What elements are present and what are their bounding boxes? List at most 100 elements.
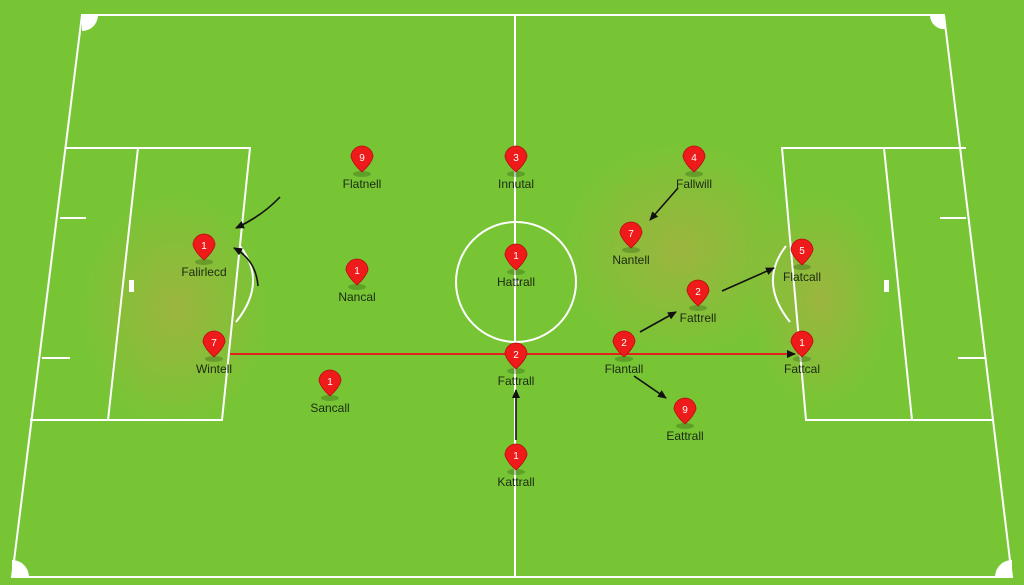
marker-shadow bbox=[793, 264, 811, 270]
marker-pin-icon bbox=[192, 233, 216, 261]
marker-shadow bbox=[353, 171, 371, 177]
marker-pin-icon bbox=[504, 145, 528, 173]
marker-shadow bbox=[348, 284, 366, 290]
marker-pin-icon bbox=[612, 330, 636, 358]
centre-spot bbox=[513, 279, 519, 285]
player-label: Fattcal bbox=[784, 362, 820, 376]
player-label: Fattrell bbox=[680, 311, 717, 325]
arrow-run-left-top bbox=[235, 196, 281, 229]
marker-pin-icon bbox=[619, 221, 643, 249]
player-number: 9 bbox=[359, 153, 365, 164]
corner-bottom-right bbox=[995, 560, 1012, 577]
marker-pin-icon bbox=[686, 279, 710, 307]
marker-pin-icon bbox=[504, 443, 528, 471]
marker-pin-icon bbox=[202, 330, 226, 358]
player-number: 7 bbox=[628, 229, 634, 240]
marker-shadow bbox=[689, 305, 707, 311]
marker-shadow bbox=[205, 356, 223, 362]
player-label: Hattrall bbox=[497, 275, 535, 289]
player-number: 7 bbox=[211, 338, 217, 349]
player-label: Eattrall bbox=[666, 429, 703, 443]
player-number: 1 bbox=[354, 266, 360, 277]
centre-circle bbox=[455, 221, 577, 343]
marker-shadow bbox=[622, 247, 640, 253]
arrow-fattrell bbox=[639, 311, 677, 333]
marker-shadow bbox=[195, 259, 213, 265]
arrow-eattrall bbox=[633, 375, 667, 399]
marker-pin-icon bbox=[673, 397, 697, 425]
player-number: 2 bbox=[695, 287, 701, 298]
marker-pin-icon bbox=[345, 258, 369, 286]
marker-shadow bbox=[321, 395, 339, 401]
player-number: 2 bbox=[513, 350, 519, 361]
right-goal-area bbox=[883, 147, 913, 421]
marker-pin-icon bbox=[318, 369, 342, 397]
right-penalty-spot bbox=[884, 280, 889, 292]
marker-pin-icon bbox=[790, 330, 814, 358]
player-label: Nancal bbox=[338, 290, 375, 304]
corner-top-left bbox=[82, 15, 98, 31]
player-label: Flatcall bbox=[783, 270, 821, 284]
left-penalty-arc bbox=[235, 245, 254, 323]
zone-right-box bbox=[750, 190, 890, 410]
right-penalty-area bbox=[780, 147, 994, 421]
marker-shadow bbox=[507, 368, 525, 374]
player-number: 5 bbox=[799, 246, 805, 257]
player-number: 1 bbox=[327, 377, 333, 388]
player-label: Flantall bbox=[605, 362, 644, 376]
player-number: 2 bbox=[621, 338, 627, 349]
marker-pin-icon bbox=[350, 145, 374, 173]
player-number: 4 bbox=[691, 153, 697, 164]
marker-shadow bbox=[507, 469, 525, 475]
player-number: 1 bbox=[201, 241, 207, 252]
marker-shadow bbox=[507, 171, 525, 177]
player-label: Flatnell bbox=[343, 177, 382, 191]
player-label: Kattrall bbox=[497, 475, 534, 489]
marker-pin-icon bbox=[504, 243, 528, 271]
right-penalty-arc bbox=[772, 245, 791, 323]
player-label: Fattrall bbox=[498, 374, 535, 388]
marker-pin-icon bbox=[504, 342, 528, 370]
player-label: Falirlecd bbox=[181, 265, 226, 279]
player-number: 9 bbox=[682, 405, 688, 416]
player-number: 1 bbox=[799, 338, 805, 349]
movement-arrows bbox=[233, 187, 775, 440]
marker-shadow bbox=[793, 356, 811, 362]
arrow-flatcall bbox=[721, 267, 775, 292]
marker-shadow bbox=[507, 269, 525, 275]
marker-shadow bbox=[685, 171, 703, 177]
player-label: Sancall bbox=[310, 401, 349, 415]
arrow-run-left-curve bbox=[233, 247, 259, 287]
left-goal-area bbox=[107, 147, 139, 421]
left-penalty-area bbox=[30, 147, 252, 421]
player-number: 1 bbox=[513, 451, 519, 462]
zone-right-upper bbox=[560, 140, 800, 360]
left-penalty-spot bbox=[129, 280, 134, 292]
player-label: Nantell bbox=[612, 253, 649, 267]
player-number: 1 bbox=[513, 251, 519, 262]
marker-pin-icon bbox=[790, 238, 814, 266]
arrow-fallwill bbox=[649, 187, 679, 221]
player-label: Wintell bbox=[196, 362, 232, 376]
marker-pin-icon bbox=[682, 145, 706, 173]
marker-shadow bbox=[676, 423, 694, 429]
